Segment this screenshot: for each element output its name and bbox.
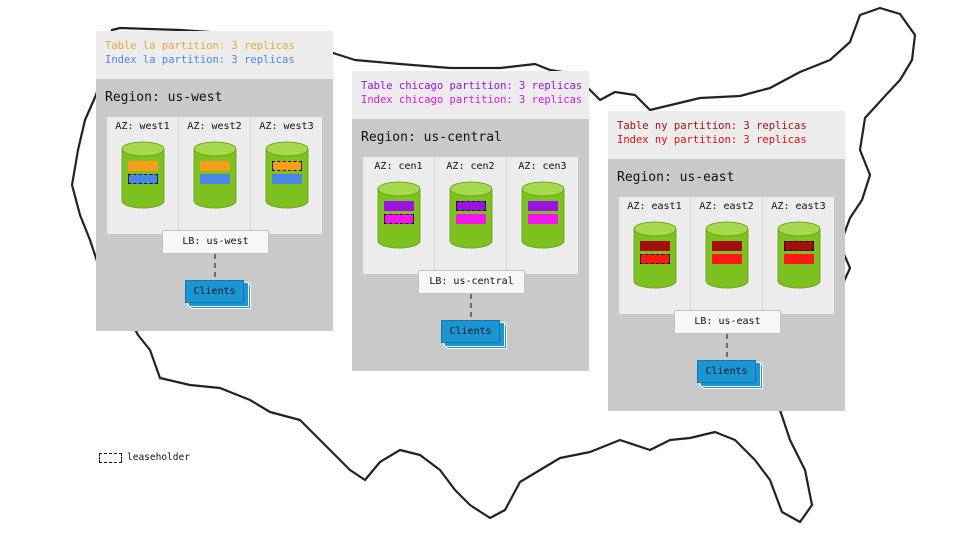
table-replica (528, 201, 558, 211)
index-replica (200, 174, 230, 184)
az-label: AZ: cen3 (518, 161, 567, 172)
database-cylinder (777, 221, 821, 289)
az-column: AZ: east1 (619, 197, 691, 314)
index-replica-leaseholder (640, 254, 670, 264)
index-replica-leaseholder (128, 174, 158, 184)
az-row: AZ: west1 AZ: west2 AZ: west3 (107, 117, 322, 234)
az-column: AZ: west1 (107, 117, 179, 234)
clients-stack[interactable]: Clients (441, 320, 507, 349)
index-replica (456, 214, 486, 224)
region-title: Region: us-east (617, 170, 735, 185)
database-cylinder (449, 181, 493, 249)
index-replica-leaseholder (384, 214, 414, 224)
clients-button[interactable]: Clients (441, 320, 500, 343)
region-us-east: Table ny partition: 3 replicas Index ny … (608, 111, 845, 411)
index-replica (712, 254, 742, 264)
index-partition-label: Index ny partition: 3 replicas (617, 133, 807, 146)
az-label: AZ: west3 (259, 121, 314, 132)
database-cylinder (265, 141, 309, 209)
table-replica-leaseholder (456, 201, 486, 211)
az-column: AZ: west3 (251, 117, 322, 234)
index-replica (272, 174, 302, 184)
az-row: AZ: cen1 AZ: cen2 AZ: cen3 (363, 157, 578, 274)
table-replica-leaseholder (784, 241, 814, 251)
partition-legend: Table la partition: 3 replicas Index la … (96, 31, 333, 79)
partition-legend: Table chicago partition: 3 replicas Inde… (352, 71, 589, 119)
leaseholder-key: leaseholder (99, 452, 190, 463)
table-partition-label: Table la partition: 3 replicas (105, 40, 295, 52)
az-label: AZ: west2 (187, 121, 242, 132)
clients-button[interactable]: Clients (697, 360, 756, 383)
load-balancer: LB: us-east (674, 310, 781, 334)
az-label: AZ: east1 (627, 201, 682, 212)
load-balancer: LB: us-central (418, 270, 525, 294)
leaseholder-swatch (99, 452, 122, 463)
region-title: Region: us-central (361, 130, 502, 145)
az-column: AZ: west2 (179, 117, 251, 234)
database-cylinder (121, 141, 165, 209)
region-title: Region: us-west (105, 90, 223, 105)
table-replica (384, 201, 414, 211)
region-body: Region: us-central AZ: cen1 AZ: cen2 AZ:… (352, 119, 589, 371)
database-cylinder (377, 181, 421, 249)
az-column: AZ: east3 (763, 197, 834, 314)
table-replica-leaseholder (272, 161, 302, 171)
database-cylinder (633, 221, 677, 289)
az-label: AZ: east3 (771, 201, 826, 212)
partition-legend: Table ny partition: 3 replicas Index ny … (608, 111, 845, 159)
clients-stack[interactable]: Clients (697, 360, 763, 389)
az-label: AZ: cen1 (374, 161, 423, 172)
az-column: AZ: cen2 (435, 157, 507, 274)
clients-stack[interactable]: Clients (185, 280, 251, 309)
az-label: AZ: west1 (115, 121, 170, 132)
table-replica (200, 161, 230, 171)
region-body: Region: us-west AZ: west1 AZ: west2 AZ: … (96, 79, 333, 331)
leaseholder-label: leaseholder (127, 452, 190, 463)
clients-button[interactable]: Clients (185, 280, 244, 303)
index-replica (528, 214, 558, 224)
database-cylinder (521, 181, 565, 249)
index-partition-label: Index la partition: 3 replicas (105, 53, 295, 66)
region-us-west: Table la partition: 3 replicas Index la … (96, 31, 333, 331)
table-replica (712, 241, 742, 251)
az-label: AZ: east2 (699, 201, 754, 212)
database-cylinder (193, 141, 237, 209)
az-column: AZ: cen3 (507, 157, 578, 274)
database-cylinder (705, 221, 749, 289)
load-balancer: LB: us-west (162, 230, 269, 254)
index-replica (784, 254, 814, 264)
region-body: Region: us-east AZ: east1 AZ: east2 AZ: … (608, 159, 845, 411)
index-partition-label: Index chicago partition: 3 replicas (361, 93, 583, 106)
table-partition-label: Table ny partition: 3 replicas (617, 120, 807, 132)
az-row: AZ: east1 AZ: east2 AZ: east3 (619, 197, 834, 314)
region-us-central: Table chicago partition: 3 replicas Inde… (352, 71, 589, 371)
table-partition-label: Table chicago partition: 3 replicas (361, 80, 583, 92)
table-replica (128, 161, 158, 171)
az-label: AZ: cen2 (446, 161, 495, 172)
table-replica (640, 241, 670, 251)
az-column: AZ: cen1 (363, 157, 435, 274)
az-column: AZ: east2 (691, 197, 763, 314)
